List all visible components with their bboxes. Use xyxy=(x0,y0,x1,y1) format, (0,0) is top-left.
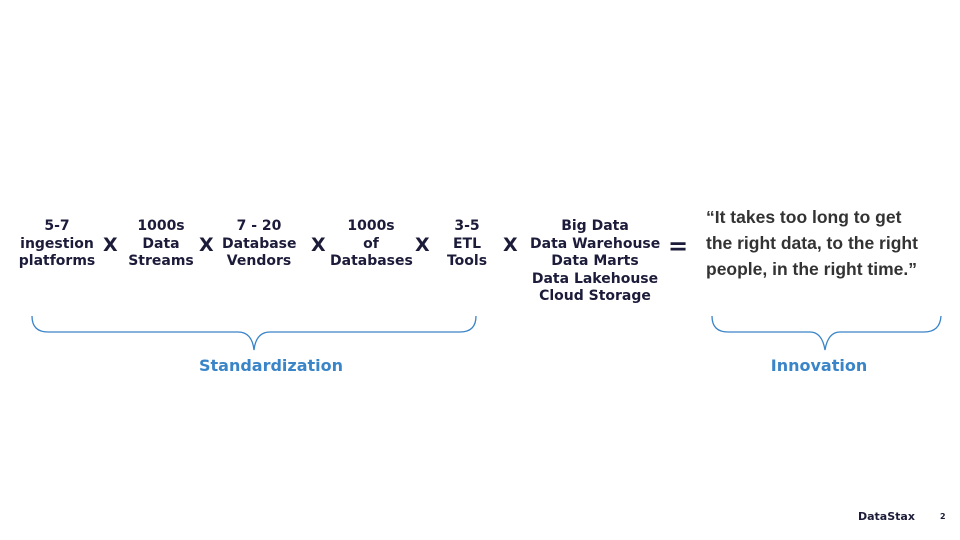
quote-line: the right data, to the right xyxy=(706,233,918,253)
term-line: Data xyxy=(142,235,180,252)
quote-line: “It takes too long to get xyxy=(706,207,902,227)
term-line: 1000s xyxy=(347,218,395,234)
term-line: 7 - 20 xyxy=(236,218,282,234)
multiply-symbol: X xyxy=(415,234,430,256)
term-line: Databases xyxy=(330,253,413,269)
equals-symbol: = xyxy=(668,232,689,260)
term-line: Streams xyxy=(128,253,194,269)
term-databases: 1000s of Databases xyxy=(330,218,413,271)
multiply-symbol: X xyxy=(311,234,326,256)
left-curly-brace xyxy=(31,315,477,351)
term-line: 3-5 xyxy=(454,218,480,234)
term-line: 5-7 xyxy=(44,218,70,234)
term-etl-tools: 3-5 ETL Tools xyxy=(442,218,492,271)
term-data-streams: 1000s Data Streams xyxy=(126,218,196,271)
term-database-vendors: 7 - 20 Database Vendors xyxy=(222,218,297,271)
page-number: 2 xyxy=(940,512,946,521)
multiply-symbol: X xyxy=(103,234,118,256)
quote-text: “It takes too long to get the right data… xyxy=(706,204,946,282)
term-storage-types: Big Data Data Warehouse Data Marts Data … xyxy=(530,218,660,306)
term-line: ETL xyxy=(452,235,482,252)
footer-brand-logo: DataStax xyxy=(858,510,915,523)
quote-line: people, in the right time.” xyxy=(706,259,917,279)
caption-standardization: Standardization xyxy=(198,356,344,375)
term-line: Data Warehouse xyxy=(530,235,661,252)
term-ingestion-platforms: 5-7 ingestion platforms xyxy=(18,218,96,271)
term-line: Data Marts xyxy=(551,253,639,269)
term-line: platforms xyxy=(18,253,96,269)
term-line: of xyxy=(363,235,379,252)
term-line: Cloud Storage xyxy=(539,288,651,304)
caption-innovation: Innovation xyxy=(770,356,868,375)
term-line: Data Lakehouse xyxy=(531,270,659,287)
term-line: Vendors xyxy=(226,253,292,269)
term-line: Big Data xyxy=(561,218,629,234)
term-line: Database xyxy=(222,235,297,252)
term-line: Tools xyxy=(446,253,488,269)
right-curly-brace xyxy=(711,315,942,351)
term-line: ingestion xyxy=(20,235,94,252)
multiply-symbol: X xyxy=(503,234,518,256)
term-line: 1000s xyxy=(137,218,185,234)
multiply-symbol: X xyxy=(199,234,214,256)
